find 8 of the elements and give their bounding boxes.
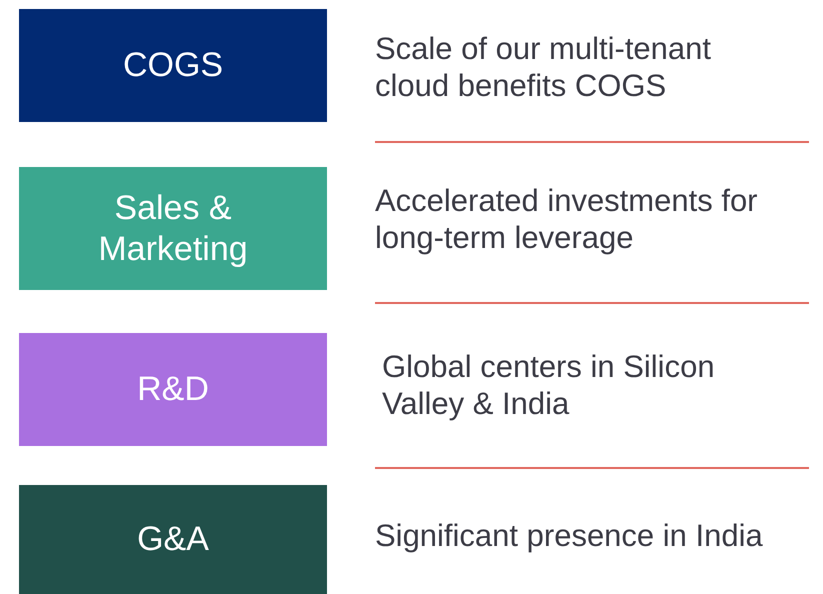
category-box: COGS bbox=[19, 9, 327, 122]
category-box: G&A bbox=[19, 485, 327, 594]
category-box: R&D bbox=[19, 333, 327, 446]
description-text: Global centers in Silicon Valley & India bbox=[382, 348, 716, 422]
description-text: Accelerated investments for long-term leverage bbox=[375, 182, 759, 256]
description-text: Significant presence in India bbox=[375, 517, 764, 554]
description-text: Scale of our multi-tenant cloud benefits COGS bbox=[375, 30, 712, 104]
category-box: Sales & Marketing bbox=[19, 167, 327, 290]
